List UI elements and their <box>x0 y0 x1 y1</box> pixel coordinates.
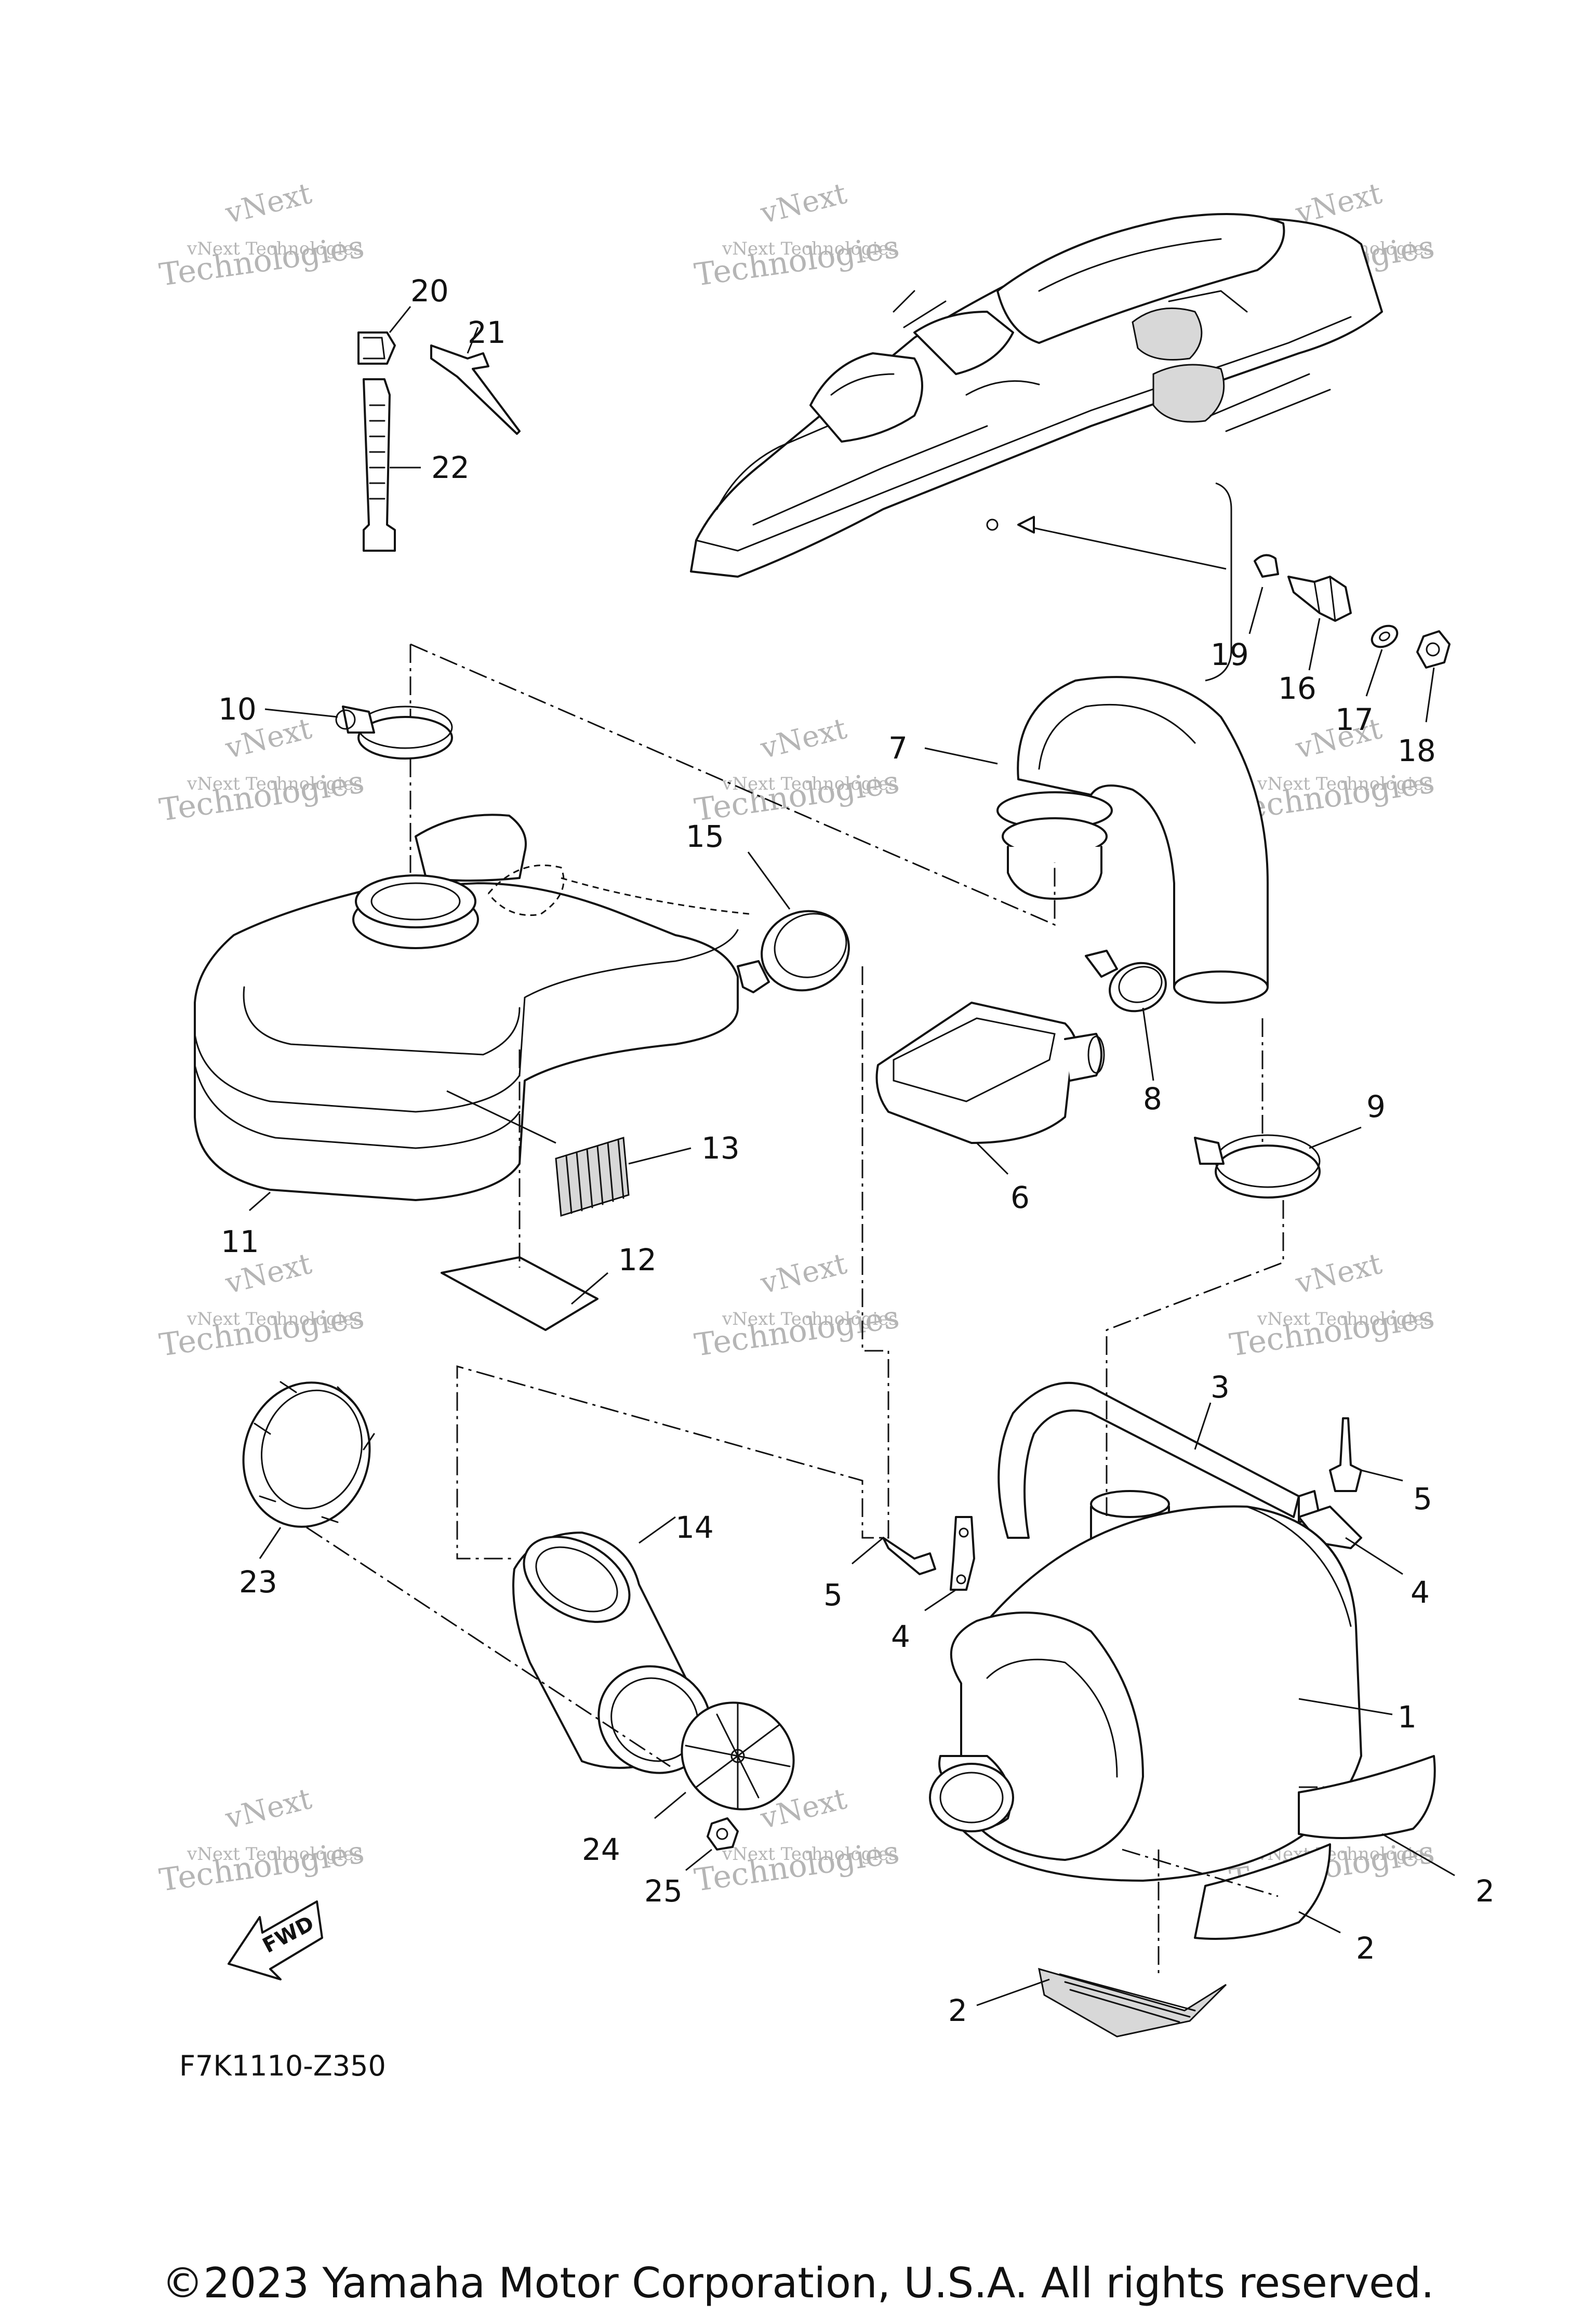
callout-18: 18 <box>1398 733 1436 768</box>
svg-text:vNext Technologies: vNext Technologies <box>187 1844 363 1865</box>
clamp-8 <box>1085 950 1167 1081</box>
watercraft-illustration <box>690 213 1383 578</box>
callout-9: 9 <box>1366 1089 1386 1124</box>
callout-numbers: 20 21 22 19 16 17 18 10 7 15 8 9 13 6 11… <box>218 273 1495 2028</box>
callout-11: 11 <box>221 1224 259 1259</box>
water-lock-tank-11 <box>194 814 754 1212</box>
callout-4a: 4 <box>1411 1575 1430 1610</box>
clamp-20 <box>357 331 396 365</box>
callout-12: 12 <box>618 1242 657 1278</box>
hardware-group-16-19 <box>1017 482 1451 723</box>
svg-text:vNext Technologies: vNext Technologies <box>187 1309 363 1329</box>
callout-3: 3 <box>1211 1369 1230 1405</box>
rivet-21 <box>430 344 521 435</box>
clamp-9 <box>1194 1126 1362 1199</box>
clamp-15 <box>737 852 850 993</box>
heat-shields-2 <box>976 1755 1455 2038</box>
seal-13 <box>555 1137 691 1217</box>
callout-13: 13 <box>701 1130 740 1166</box>
callout-15: 15 <box>686 819 724 854</box>
callout-8: 8 <box>1143 1081 1162 1116</box>
svg-text:vNext Technologies: vNext Technologies <box>187 238 363 259</box>
washer-19 <box>1254 554 1279 578</box>
elbow-hose-7 <box>924 676 1269 1004</box>
cable-tie-22 <box>363 378 396 552</box>
bracket-4 <box>924 1506 1403 1612</box>
svg-text:vNext: vNext <box>757 712 850 766</box>
callout-2b: 2 <box>1356 1931 1375 1966</box>
callout-21: 21 <box>468 315 506 350</box>
callout-4b: 4 <box>891 1619 910 1654</box>
callout-1: 1 <box>1398 1699 1417 1735</box>
pad-12 <box>441 1256 608 1331</box>
svg-text:vNext: vNext <box>222 177 315 231</box>
callout-19: 19 <box>1211 637 1249 672</box>
callout-14: 14 <box>675 1510 714 1545</box>
nut-25 <box>685 1817 739 1871</box>
copyright-notice: ©2023 Yamaha Motor Corporation, U.S.A. A… <box>162 2259 1434 2307</box>
rivet-5 <box>852 1417 1403 1575</box>
callout-6: 6 <box>1010 1180 1030 1215</box>
svg-text:vNext Technologies: vNext Technologies <box>1257 1309 1433 1329</box>
bolt-16 <box>1287 576 1352 622</box>
clamp-ring-23 <box>242 1381 375 1559</box>
callout-22: 22 <box>431 450 470 485</box>
svg-text:vNext: vNext <box>1292 1247 1386 1301</box>
svg-text:vNext Technologies: vNext Technologies <box>722 774 898 794</box>
callout-5a: 5 <box>1413 1481 1432 1516</box>
svg-text:vNext Technologies: vNext Technologies <box>722 1309 898 1329</box>
callout-23: 23 <box>239 1564 277 1600</box>
svg-text:vNext Technologies: vNext Technologies <box>187 774 363 794</box>
plate-24 <box>654 1701 795 1819</box>
fwd-arrow: FWD <box>228 1900 323 1980</box>
callout-5b: 5 <box>823 1577 843 1613</box>
svg-text:vNext Technologies: vNext Technologies <box>1257 774 1433 794</box>
svg-text:vNext: vNext <box>757 177 850 231</box>
svg-text:vNext Technologies: vNext Technologies <box>722 238 898 259</box>
callout-2a: 2 <box>1475 1873 1495 1909</box>
callout-16: 16 <box>1278 671 1316 706</box>
callout-24: 24 <box>582 1832 620 1867</box>
diagram-code: F7K1110-Z350 <box>179 2050 386 2082</box>
callout-7: 7 <box>888 730 908 766</box>
intake-box-6 <box>875 1002 1105 1175</box>
nut-18 <box>1416 630 1451 669</box>
cable-tie-group <box>357 306 521 552</box>
callout-25: 25 <box>644 1873 683 1909</box>
assembly-lines <box>306 643 1330 1974</box>
muffler-1 <box>929 1490 1393 1882</box>
callout-2c: 2 <box>948 1993 967 2028</box>
callout-10: 10 <box>218 691 257 727</box>
callout-17: 17 <box>1335 702 1374 737</box>
svg-text:vNext: vNext <box>757 1247 850 1301</box>
clamp-10 <box>264 706 453 760</box>
washer-17 <box>1371 624 1399 648</box>
svg-text:vNext: vNext <box>222 1782 315 1836</box>
svg-text:vNext Technologies: vNext Technologies <box>722 1844 898 1865</box>
callout-20: 20 <box>410 273 449 309</box>
